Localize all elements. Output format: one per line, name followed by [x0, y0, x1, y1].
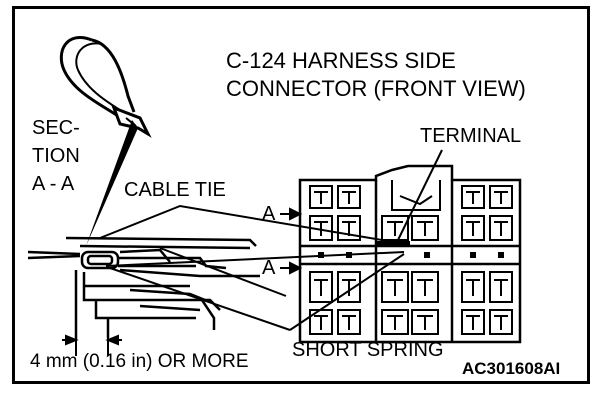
connector-latch: [391, 180, 441, 211]
short-spring-label: SHORT SPRING: [292, 339, 444, 361]
figure-code: AC301608AI: [462, 359, 561, 378]
section-label-line3: A - A: [32, 173, 75, 195]
dimension-marks: [62, 334, 122, 356]
section-label-line1: SEC-: [32, 117, 80, 139]
cable-tie-pointer: [86, 120, 138, 246]
section-view: [27, 236, 260, 340]
section-arrow-label-bottom: A: [262, 257, 276, 279]
section-arrow-label-top: A: [262, 203, 276, 225]
leader-lines: [99, 149, 443, 331]
section-arrows: [280, 207, 303, 275]
dimension-label: 4 mm (0.16 in) OR MORE: [30, 351, 249, 372]
terminal-cavities: [309, 185, 513, 335]
terminal-t-marks: [314, 191, 508, 330]
cable-tie-label: CABLE TIE: [124, 179, 226, 201]
highlighted-terminal: [376, 241, 410, 247]
diagram-title-line1: C-124 HARNESS SIDE: [226, 48, 456, 73]
section-label-line2: TION: [32, 145, 80, 167]
terminal-label: TERMINAL: [420, 125, 522, 147]
diagram-title-line2: CONNECTOR (FRONT VIEW): [226, 76, 526, 101]
